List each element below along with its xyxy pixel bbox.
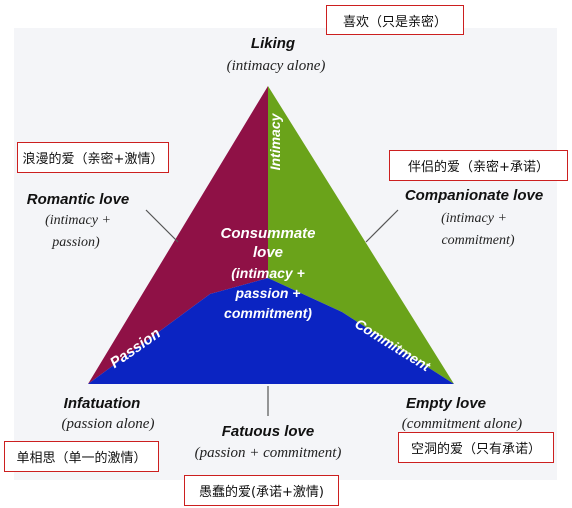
caption-infatuation: 单相思（单一的激情）: [4, 441, 159, 472]
romantic-sub-2: passion): [51, 235, 100, 250]
caption-companionate: 伴侣的爱（亲密+承诺）: [389, 150, 568, 181]
passion-region: [88, 278, 454, 384]
infatuation-sub: (passion alone): [62, 416, 155, 432]
commitment-region: [268, 86, 454, 384]
empty-title: Empty love: [406, 395, 486, 412]
fatuous-title: Fatuous love: [222, 423, 315, 440]
romantic-sub-1: (intimacy +: [45, 213, 111, 228]
fatuous-sub: (passion + commitment): [195, 445, 342, 461]
liking-sub: (intimacy alone): [227, 58, 326, 74]
consummate-sub-1: (intimacy +: [231, 265, 305, 281]
caption-empty: 空洞的爱（只有承诺）: [398, 432, 554, 463]
consummate-sub-3: commitment): [224, 305, 312, 321]
consummate-title-2: love: [253, 244, 283, 261]
consummate-sub-2: passion +: [235, 285, 301, 301]
caption-romantic: 浪漫的爱（亲密+激情）: [17, 142, 169, 173]
empty-sub: (commitment alone): [402, 416, 522, 432]
caption-fatuous: 愚蠢的爱(承诺+激情): [184, 475, 339, 506]
connector-romantic: [145, 209, 179, 243]
intimacy-region: [88, 86, 268, 384]
infatuation-title: Infatuation: [64, 395, 141, 412]
liking-title: Liking: [251, 35, 295, 52]
connector-companionate: [365, 209, 399, 243]
companionate-title: Companionate love: [405, 187, 543, 204]
romantic-title: Romantic love: [27, 191, 130, 208]
consummate-title: Consummate: [220, 225, 315, 242]
caption-liking: 喜欢（只是亲密）: [326, 5, 464, 35]
intimacy-axis-label: Intimacy: [267, 112, 283, 170]
companionate-sub-1: (intimacy +: [441, 211, 507, 226]
companionate-sub-2: commitment): [441, 233, 514, 248]
